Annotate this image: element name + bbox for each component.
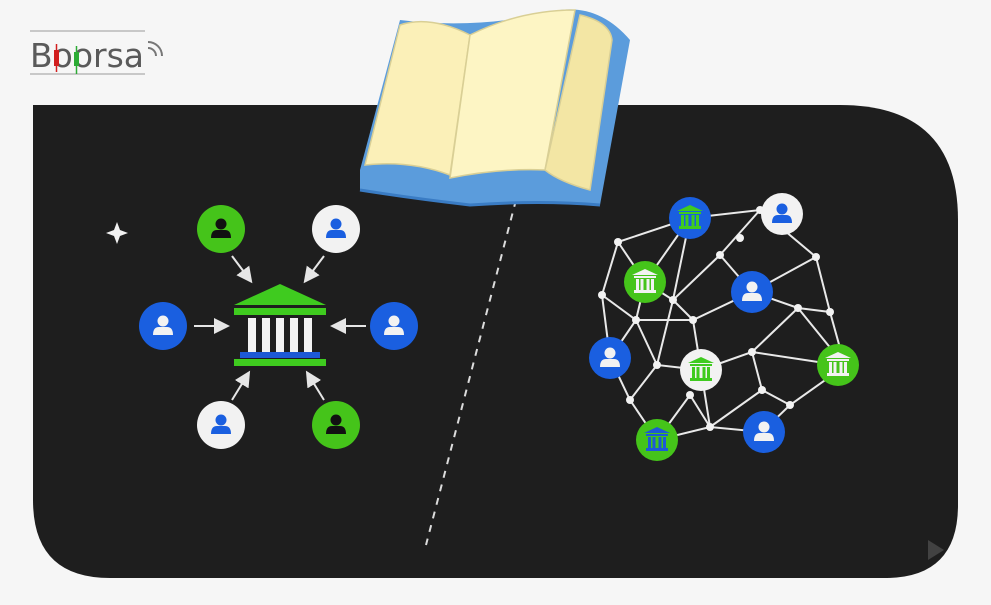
user-icon <box>370 302 418 350</box>
sparkle-icon <box>106 222 128 244</box>
user-node-icon <box>761 193 803 235</box>
user-icon <box>197 401 245 449</box>
dark-panel <box>33 105 958 578</box>
user-icon <box>197 205 245 253</box>
brand-logo-text: Boorsa <box>30 36 145 75</box>
user-icon <box>312 205 360 253</box>
bank-node-icon <box>669 197 711 239</box>
bank-node-icon <box>636 419 678 461</box>
divider-line <box>425 199 517 546</box>
book-icon <box>359 9 630 207</box>
network-dots <box>598 206 834 431</box>
play-icon <box>928 540 944 560</box>
user-icon <box>312 401 360 449</box>
brand-logo: Boorsa <box>30 28 170 84</box>
bank-node-icon <box>817 344 859 386</box>
user-node-icon <box>743 411 785 453</box>
user-node-icon <box>589 337 631 379</box>
central-bank-icon <box>234 284 326 366</box>
bank-node-icon <box>680 349 722 391</box>
arrows <box>194 255 366 401</box>
bank-node-icon <box>624 261 666 303</box>
logo-decoration <box>30 30 163 75</box>
user-node-icon <box>731 271 773 313</box>
user-icon <box>139 302 187 350</box>
